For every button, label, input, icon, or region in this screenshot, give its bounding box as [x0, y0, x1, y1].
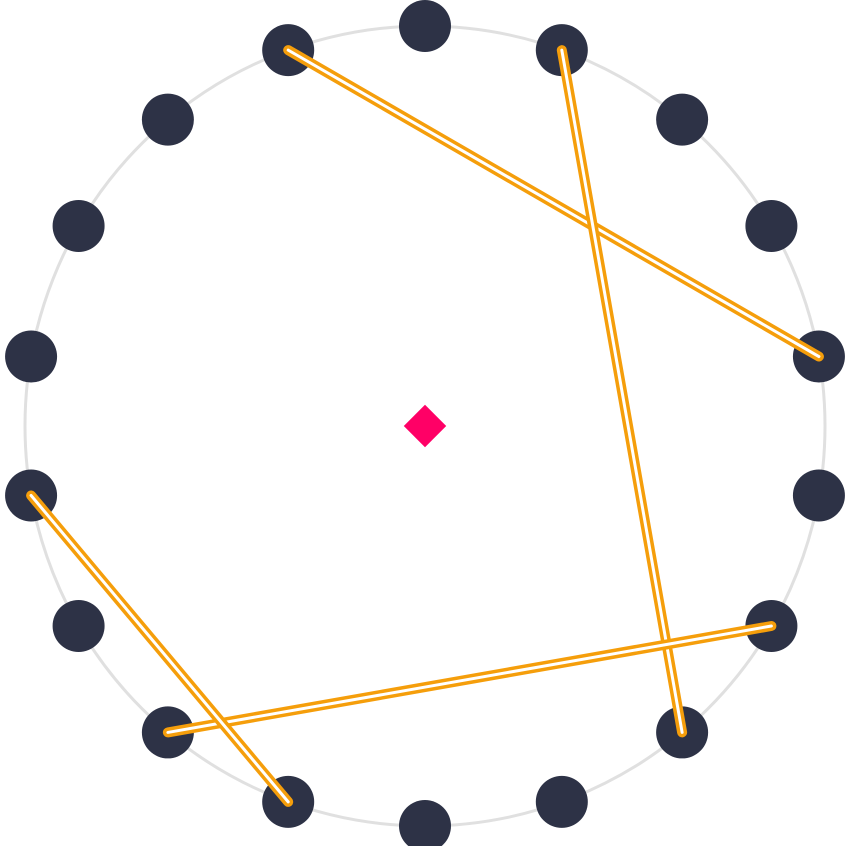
board-node-5[interactable] — [792, 469, 845, 522]
diamond-icon — [403, 404, 447, 448]
connection-line-highlight — [29, 493, 290, 804]
board-node-0[interactable] — [399, 0, 451, 52]
board-node-14[interactable] — [5, 330, 58, 383]
connection-17-4[interactable] — [283, 45, 824, 362]
connection-line-highlight — [166, 624, 773, 734]
connections-layer — [26, 45, 824, 807]
board-node-2[interactable] — [656, 93, 709, 146]
board-node-12[interactable] — [52, 600, 105, 652]
connection-13-10[interactable] — [26, 490, 294, 807]
connection-line-highlight — [560, 48, 684, 734]
board-node-9[interactable] — [399, 800, 451, 846]
connection-line-highlight — [286, 48, 821, 359]
board-node-15[interactable] — [52, 200, 105, 252]
connection-1-7[interactable] — [556, 45, 688, 738]
board-node-3[interactable] — [745, 200, 798, 252]
board-node-8[interactable] — [535, 775, 588, 828]
board-node-16[interactable] — [141, 93, 194, 146]
connection-6-11[interactable] — [162, 621, 777, 738]
